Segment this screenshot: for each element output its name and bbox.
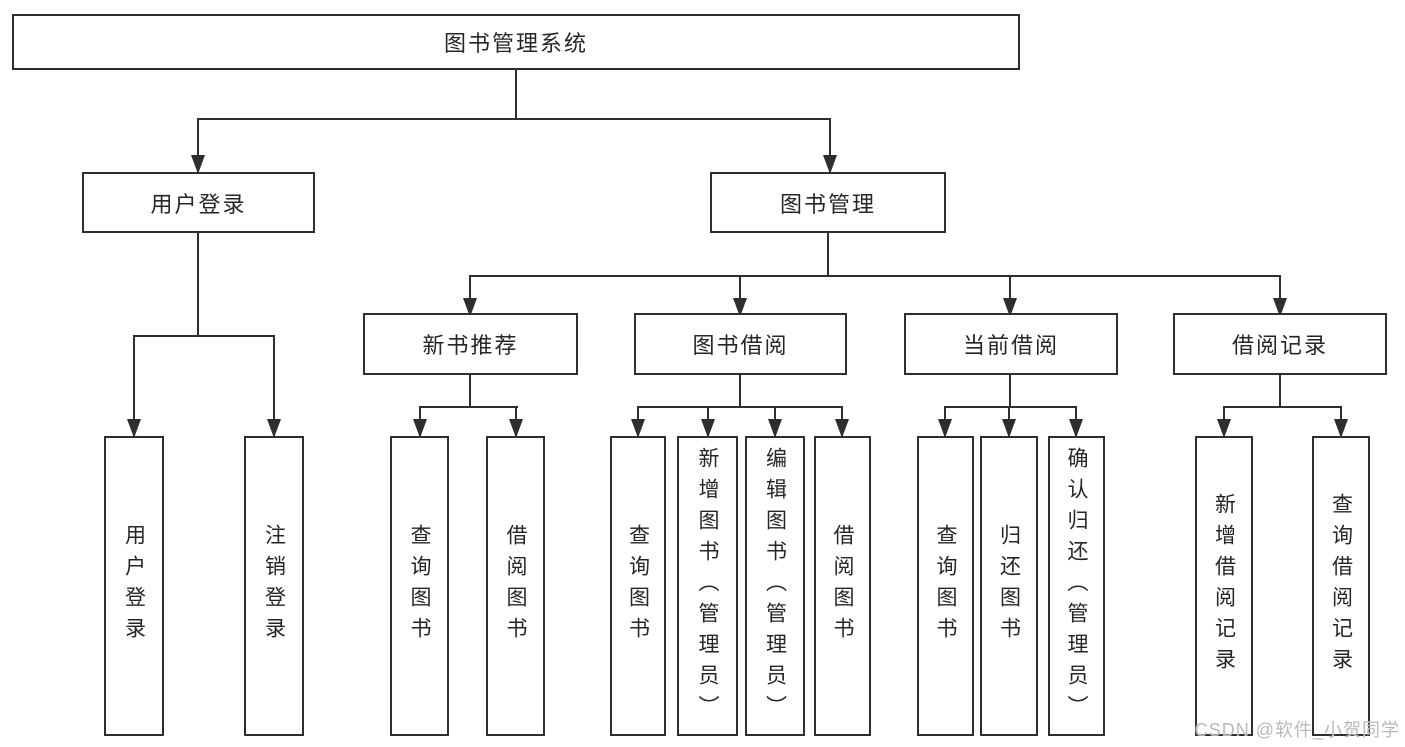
leaf-user-login: 用户登录 [104,436,164,736]
connector-arrow-query-books-1 [413,406,427,438]
leaf-query-borrow-record: 查询借阅记录 [1312,436,1370,736]
connector-arrow-add-books [701,406,715,438]
node-library-management-system: 图书管理系统 [12,14,1020,70]
leaf-add-borrow-record: 新增借阅记录 [1195,436,1253,736]
arrowhead-down-icon [509,419,523,438]
connector-book-borrow-stem [739,375,741,406]
connector-arrow-borrow-books-2 [835,406,849,438]
leaf-borrow-books-recommend: 借阅图书 [486,436,545,736]
arrowhead-down-icon [631,419,645,438]
leaf-return-books: 归还图书 [980,436,1038,736]
connector-user-login-stem [197,233,199,335]
arrowhead-down-icon [768,419,782,438]
connector-new-book-rec-bar [419,406,518,408]
node-current-borrow: 当前借阅 [904,313,1118,375]
connector-user-login-bar [133,335,275,337]
connector-current-borrow-stem [1009,375,1011,406]
leaf-query-books-borrow: 查询图书 [610,436,666,736]
arrowhead-down-icon [1002,419,1016,438]
arrowhead-down-icon [1069,419,1083,438]
connector-arrow-confirm-return [1069,406,1083,438]
arrowhead-down-icon [1334,419,1348,438]
arrowhead-down-icon [823,155,837,174]
connector-arrow-query-books-3 [938,406,952,438]
leaf-edit-books-admin: 编辑图书（管理员） [745,436,805,736]
arrowhead-down-icon [701,419,715,438]
connector-arrow-new-book-rec [463,275,477,317]
arrowhead-down-icon [463,298,477,317]
connector-arrow-user-login [191,118,205,174]
csdn-watermark: CSDN @软件_小贺同学 [1194,720,1400,740]
connector-root-bar [197,118,831,120]
arrowhead-down-icon [413,419,427,438]
arrowhead-down-icon [1003,298,1017,317]
connector-arrow-current-borrow [1003,275,1017,317]
connector-arrow-borrow-books-1 [509,406,523,438]
connector-arrow-leaf-user-login [127,335,141,438]
node-user-login: 用户登录 [82,172,315,233]
connector-borrow-record-bar [1223,406,1342,408]
leaf-confirm-return-admin: 确认归还（管理员） [1048,436,1105,736]
connector-arrow-edit-books [768,406,782,438]
connector-arrow-return-books [1002,406,1016,438]
connector-book-mgmt-bar [469,275,1281,277]
arrowhead-down-icon [127,419,141,438]
arrowhead-down-icon [938,419,952,438]
leaf-add-books-admin: 新增图书（管理员） [677,436,738,736]
arrowhead-down-icon [835,419,849,438]
node-book-management: 图书管理 [710,172,946,233]
connector-arrow-query-borrow-record [1334,406,1348,438]
connector-arrow-query-books-2 [631,406,645,438]
arrowhead-down-icon [267,419,281,438]
connector-book-borrow-bar [637,406,843,408]
connector-arrow-leaf-logout [267,335,281,438]
connector-new-book-rec-stem [469,375,471,406]
node-borrow-records: 借阅记录 [1173,313,1387,375]
arrowhead-down-icon [191,155,205,174]
connector-current-borrow-bar [944,406,1077,408]
arrowhead-down-icon [1217,419,1231,438]
leaf-query-books-recommend: 查询图书 [390,436,449,736]
connector-arrow-add-borrow-record [1217,406,1231,438]
connector-arrow-book-borrow [733,275,747,317]
arrowhead-down-icon [1273,298,1287,317]
leaf-logout: 注销登录 [244,436,304,736]
node-new-book-recommend: 新书推荐 [363,313,578,375]
arrowhead-down-icon [733,298,747,317]
connector-borrow-record-stem [1279,375,1281,406]
connector-root-stem [515,70,517,118]
leaf-borrow-books: 借阅图书 [814,436,871,736]
node-book-borrow: 图书借阅 [634,313,847,375]
connector-arrow-borrow-record [1273,275,1287,317]
connector-book-mgmt-stem [827,233,829,275]
connector-arrow-book-mgmt [823,118,837,174]
leaf-query-books-current: 查询图书 [917,436,974,736]
